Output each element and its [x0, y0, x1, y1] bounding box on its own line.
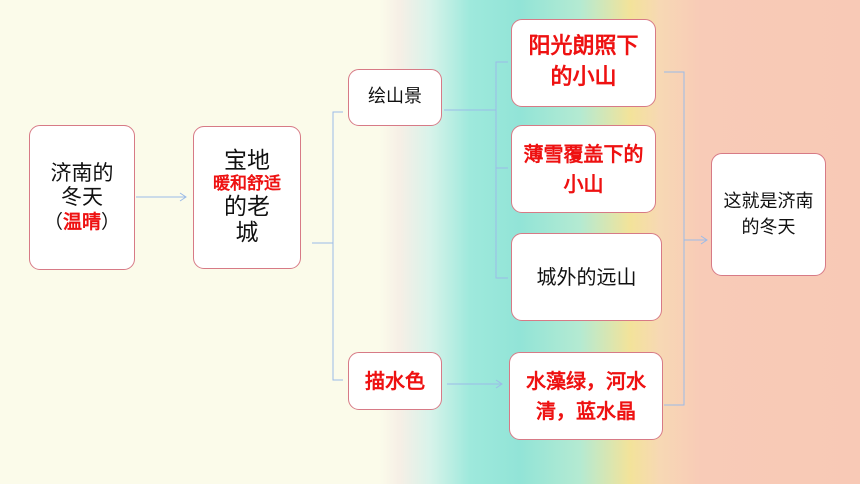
- city-line1: 宝地: [224, 148, 270, 175]
- paren-open: （: [43, 211, 63, 234]
- paren-close: ）: [101, 211, 121, 234]
- city-highlight-line: 暖和舒适: [213, 173, 281, 195]
- connector-city-mountain: [312, 111, 343, 244]
- connector-mountain-item1: [444, 61, 508, 111]
- connector-mountain-item3: [495, 110, 508, 279]
- city-line4: 城: [235, 220, 259, 247]
- branch-mountain-label: 绘山景: [368, 86, 422, 108]
- root-subtitle: （温晴）: [44, 209, 120, 234]
- root-node: 济南的 冬天 （温晴）: [29, 125, 135, 270]
- connector-brace: [664, 71, 685, 406]
- city-line3: 的老: [224, 194, 270, 221]
- mountain-item-snow: 薄雪覆盖下的小山: [511, 125, 656, 213]
- root-highlight: 温晴: [62, 211, 101, 234]
- branch-water-label: 描水色: [365, 368, 425, 393]
- branch-water: 描水色: [348, 352, 442, 410]
- mountain-item-label: 城外的远山: [536, 264, 637, 289]
- mountain-item-label: 薄雪覆盖下的小山: [523, 142, 644, 196]
- mountain-item-distant: 城外的远山: [511, 233, 662, 321]
- branch-mountain: 绘山景: [348, 69, 442, 126]
- arrowhead: [700, 235, 708, 245]
- mountain-item-label: 阳光朗照下的小山: [528, 34, 639, 90]
- city-highlight: 暖和舒适: [213, 173, 281, 194]
- conclusion-label: 这就是济南的冬天: [723, 191, 814, 238]
- mountain-item-sunlit: 阳光朗照下的小山: [511, 19, 656, 107]
- city-node: 宝地 暖和舒适 的老 城: [193, 126, 301, 269]
- arrowhead: [495, 379, 503, 389]
- connector-city-water: [332, 243, 343, 381]
- arrowhead: [179, 192, 187, 202]
- water-item: 水藻绿，河水清，蓝水晶: [509, 352, 663, 440]
- root-line2: 冬天: [61, 185, 103, 210]
- conclusion-node: 这就是济南的冬天: [711, 153, 826, 276]
- water-item-label: 水藻绿，河水清，蓝水晶: [526, 369, 646, 423]
- root-line1: 济南的: [50, 160, 114, 185]
